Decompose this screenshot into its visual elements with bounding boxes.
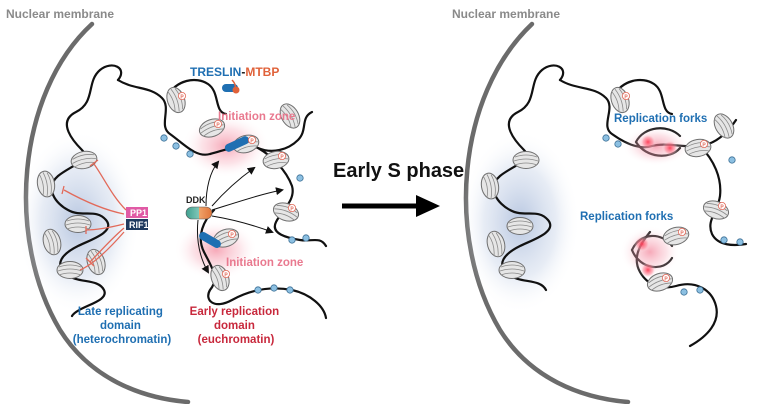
pp1-badge (126, 207, 148, 218)
nuclear-membrane-right (463, 21, 631, 404)
rif1-badge (126, 219, 148, 230)
phospho-mark-icon: P (227, 229, 236, 238)
svg-text:P: P (624, 94, 628, 100)
arrow-right-icon (197, 219, 209, 274)
treslin-complex-icon (199, 232, 221, 248)
membrane-label-left: Nuclear membrane (6, 7, 114, 21)
svg-text:P: P (250, 138, 254, 144)
svg-text:P: P (680, 230, 684, 236)
ddk-label: DDK (186, 195, 206, 205)
arrow-right-icon (211, 166, 256, 207)
phospho-mark-icon: P (662, 273, 671, 282)
replication-fork-icon (634, 236, 650, 252)
mcm-complex-icon (186, 150, 194, 158)
mcm-complex-icon (296, 174, 304, 182)
svg-text:P: P (216, 122, 220, 128)
mcm-complex-icon (696, 286, 704, 294)
svg-text:P: P (230, 232, 234, 238)
nucleosome-icon (498, 261, 526, 279)
mcm-complex-icon (720, 236, 728, 244)
mcm-complex-icon (680, 288, 688, 296)
replication-forks-label-top: Replication forks (614, 113, 707, 125)
mcm-complex-icon (728, 156, 736, 164)
nucleosome-icon (700, 197, 732, 223)
pp1-label: PP1 (130, 208, 147, 218)
euchromatin-fiber (116, 78, 328, 320)
svg-text:P: P (290, 206, 294, 212)
left-panel: Nuclear membrane (6, 7, 328, 404)
mcm-complex-icon (286, 286, 294, 294)
mcm-complex-icon (288, 236, 296, 244)
right-panel: Nuclear membrane Replication forks (452, 7, 748, 404)
transition: Early S phase (333, 160, 464, 217)
phospho-mark-icon: P (221, 269, 230, 278)
nucleosome-icon (506, 217, 534, 235)
phospho-mark-icon: P (247, 135, 256, 144)
svg-text:P: P (180, 94, 184, 100)
mcm-complex-icon (614, 140, 622, 148)
late-domain-label: Late replicating domain (heterochromatin… (73, 306, 172, 346)
mcm-complex-icon (254, 286, 262, 294)
nucleosome-icon (270, 199, 302, 225)
heterochromatin-fiber (50, 64, 123, 318)
nucleosome-icon (607, 84, 633, 116)
chromatin-top-loop-right (612, 78, 674, 116)
initiation-zone-label-top: Initiation zone (218, 111, 295, 123)
phospho-mark-icon: P (718, 201, 727, 210)
nucleosome-icon (709, 109, 739, 143)
rif1-label: RIF1 (129, 220, 149, 230)
fork-glow-top (622, 126, 690, 166)
mcm-complex-icon (302, 234, 310, 242)
nucleosome-icon (56, 261, 84, 279)
treslin-mtbp-icon (222, 84, 240, 94)
mcm-complex-icon (602, 134, 610, 142)
replication-fork-icon (662, 140, 678, 156)
arrow-right-icon (211, 187, 284, 211)
phospho-mark-icon: P (177, 92, 186, 100)
membrane-label-right: Nuclear membrane (452, 7, 560, 21)
transition-label: Early S phase (333, 160, 464, 182)
ddk-kinase-icon (185, 206, 213, 220)
initiation-zone-label-bottom: Initiation zone (226, 257, 303, 269)
phospho-mark-icon: P (213, 120, 222, 128)
svg-text:P: P (224, 272, 228, 278)
svg-text:P: P (664, 276, 668, 282)
svg-text:P: P (280, 154, 284, 160)
phospho-mark-icon: P (277, 151, 286, 160)
nucleosome-icon (512, 151, 540, 169)
treslin-complex-icon (224, 136, 250, 152)
svg-text:P: P (702, 142, 706, 148)
chromatin-top-loop (166, 78, 228, 116)
inhibition-icon (61, 159, 127, 271)
replication-fork-icon (640, 262, 656, 278)
treslin-mtbp-label: TRESLIN-MTBP (190, 65, 279, 79)
phospho-mark-icon: P (287, 203, 296, 212)
mcm-complex-icon (160, 134, 168, 142)
replication-forks-label-bottom: Replication forks (580, 211, 673, 223)
nucleosome-icon (163, 84, 189, 116)
transition-arrowhead-icon (416, 195, 440, 217)
mcm-complex-icon (172, 142, 180, 150)
svg-text:P: P (720, 204, 724, 210)
phospho-mark-icon: P (700, 139, 709, 148)
mcm-complex-icon (270, 284, 278, 292)
mcm-complex-icon (736, 238, 744, 246)
arrow-right-icon (205, 160, 220, 207)
phospho-mark-icon: P (678, 227, 687, 236)
phospho-mark-icon: P (622, 92, 631, 100)
replication-fork-icon (640, 134, 656, 150)
arrow-right-icon (211, 215, 274, 234)
early-domain-label: Early replication domain (euchromatin) (190, 306, 283, 346)
